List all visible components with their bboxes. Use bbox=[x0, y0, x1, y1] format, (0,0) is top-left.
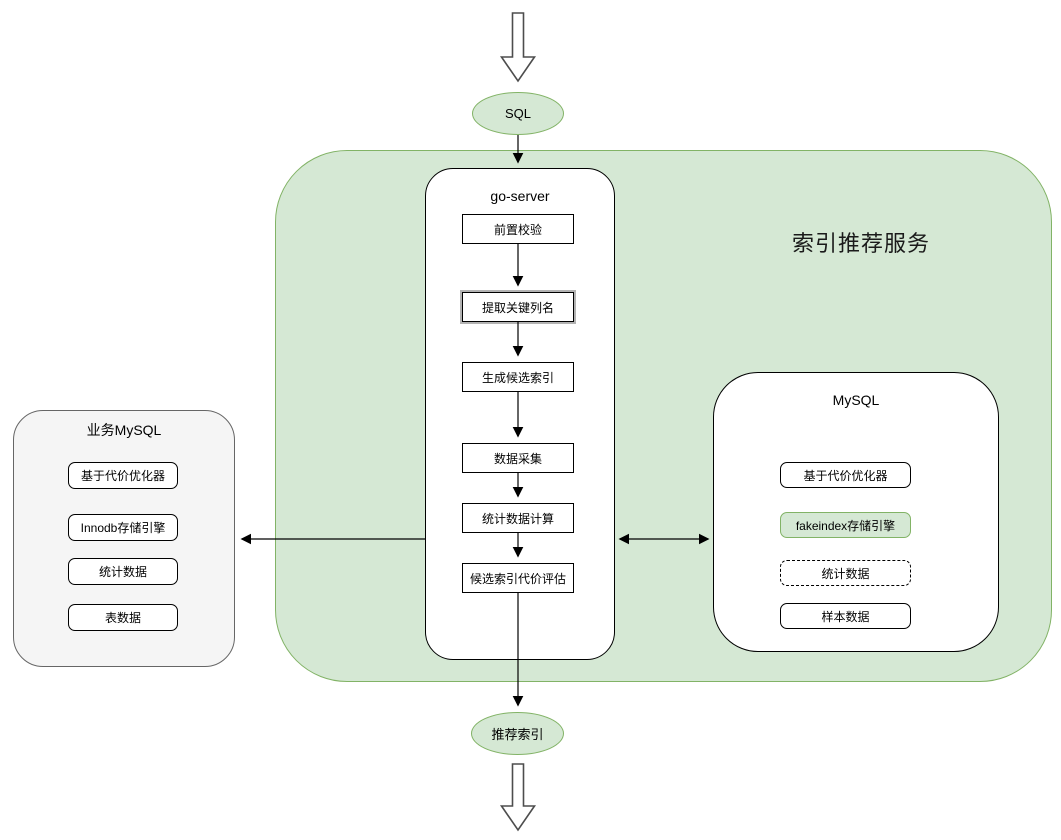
recommended-index-terminator: 推荐索引 bbox=[471, 712, 564, 755]
sql-input-terminator: SQL bbox=[472, 92, 564, 135]
step-statistics-calculation: 统计数据计算 bbox=[462, 503, 574, 533]
business-table-data: 表数据 bbox=[68, 604, 178, 631]
flow-entry-arrow-icon bbox=[499, 12, 537, 83]
mysql-statistics-data: 统计数据 bbox=[780, 560, 911, 586]
step-extract-key-columns: 提取关键列名 bbox=[462, 292, 574, 322]
step-data-collection: 数据采集 bbox=[462, 443, 574, 473]
business-innodb-storage-engine: Innodb存储引擎 bbox=[68, 514, 178, 541]
mysql-title: MySQL bbox=[832, 392, 880, 408]
service-title: 索引推荐服务 bbox=[791, 231, 930, 256]
business-cost-optimizer: 基于代价优化器 bbox=[68, 462, 178, 489]
step-precheck: 前置校验 bbox=[462, 214, 574, 244]
mysql-sample-data: 样本数据 bbox=[780, 603, 911, 629]
step-generate-candidate-indexes: 生成候选索引 bbox=[462, 362, 574, 392]
business-statistics-data: 统计数据 bbox=[68, 558, 178, 585]
mysql-cost-optimizer: 基于代价优化器 bbox=[780, 462, 911, 488]
mysql-fakeindex-storage-engine: fakeindex存储引擎 bbox=[780, 512, 911, 538]
business-mysql-title: 业务MySQL bbox=[86, 422, 162, 438]
step-candidate-index-cost-evaluation: 候选索引代价评估 bbox=[462, 563, 574, 593]
go-server-title: go-server bbox=[490, 188, 550, 204]
flow-exit-arrow-icon bbox=[499, 763, 537, 832]
